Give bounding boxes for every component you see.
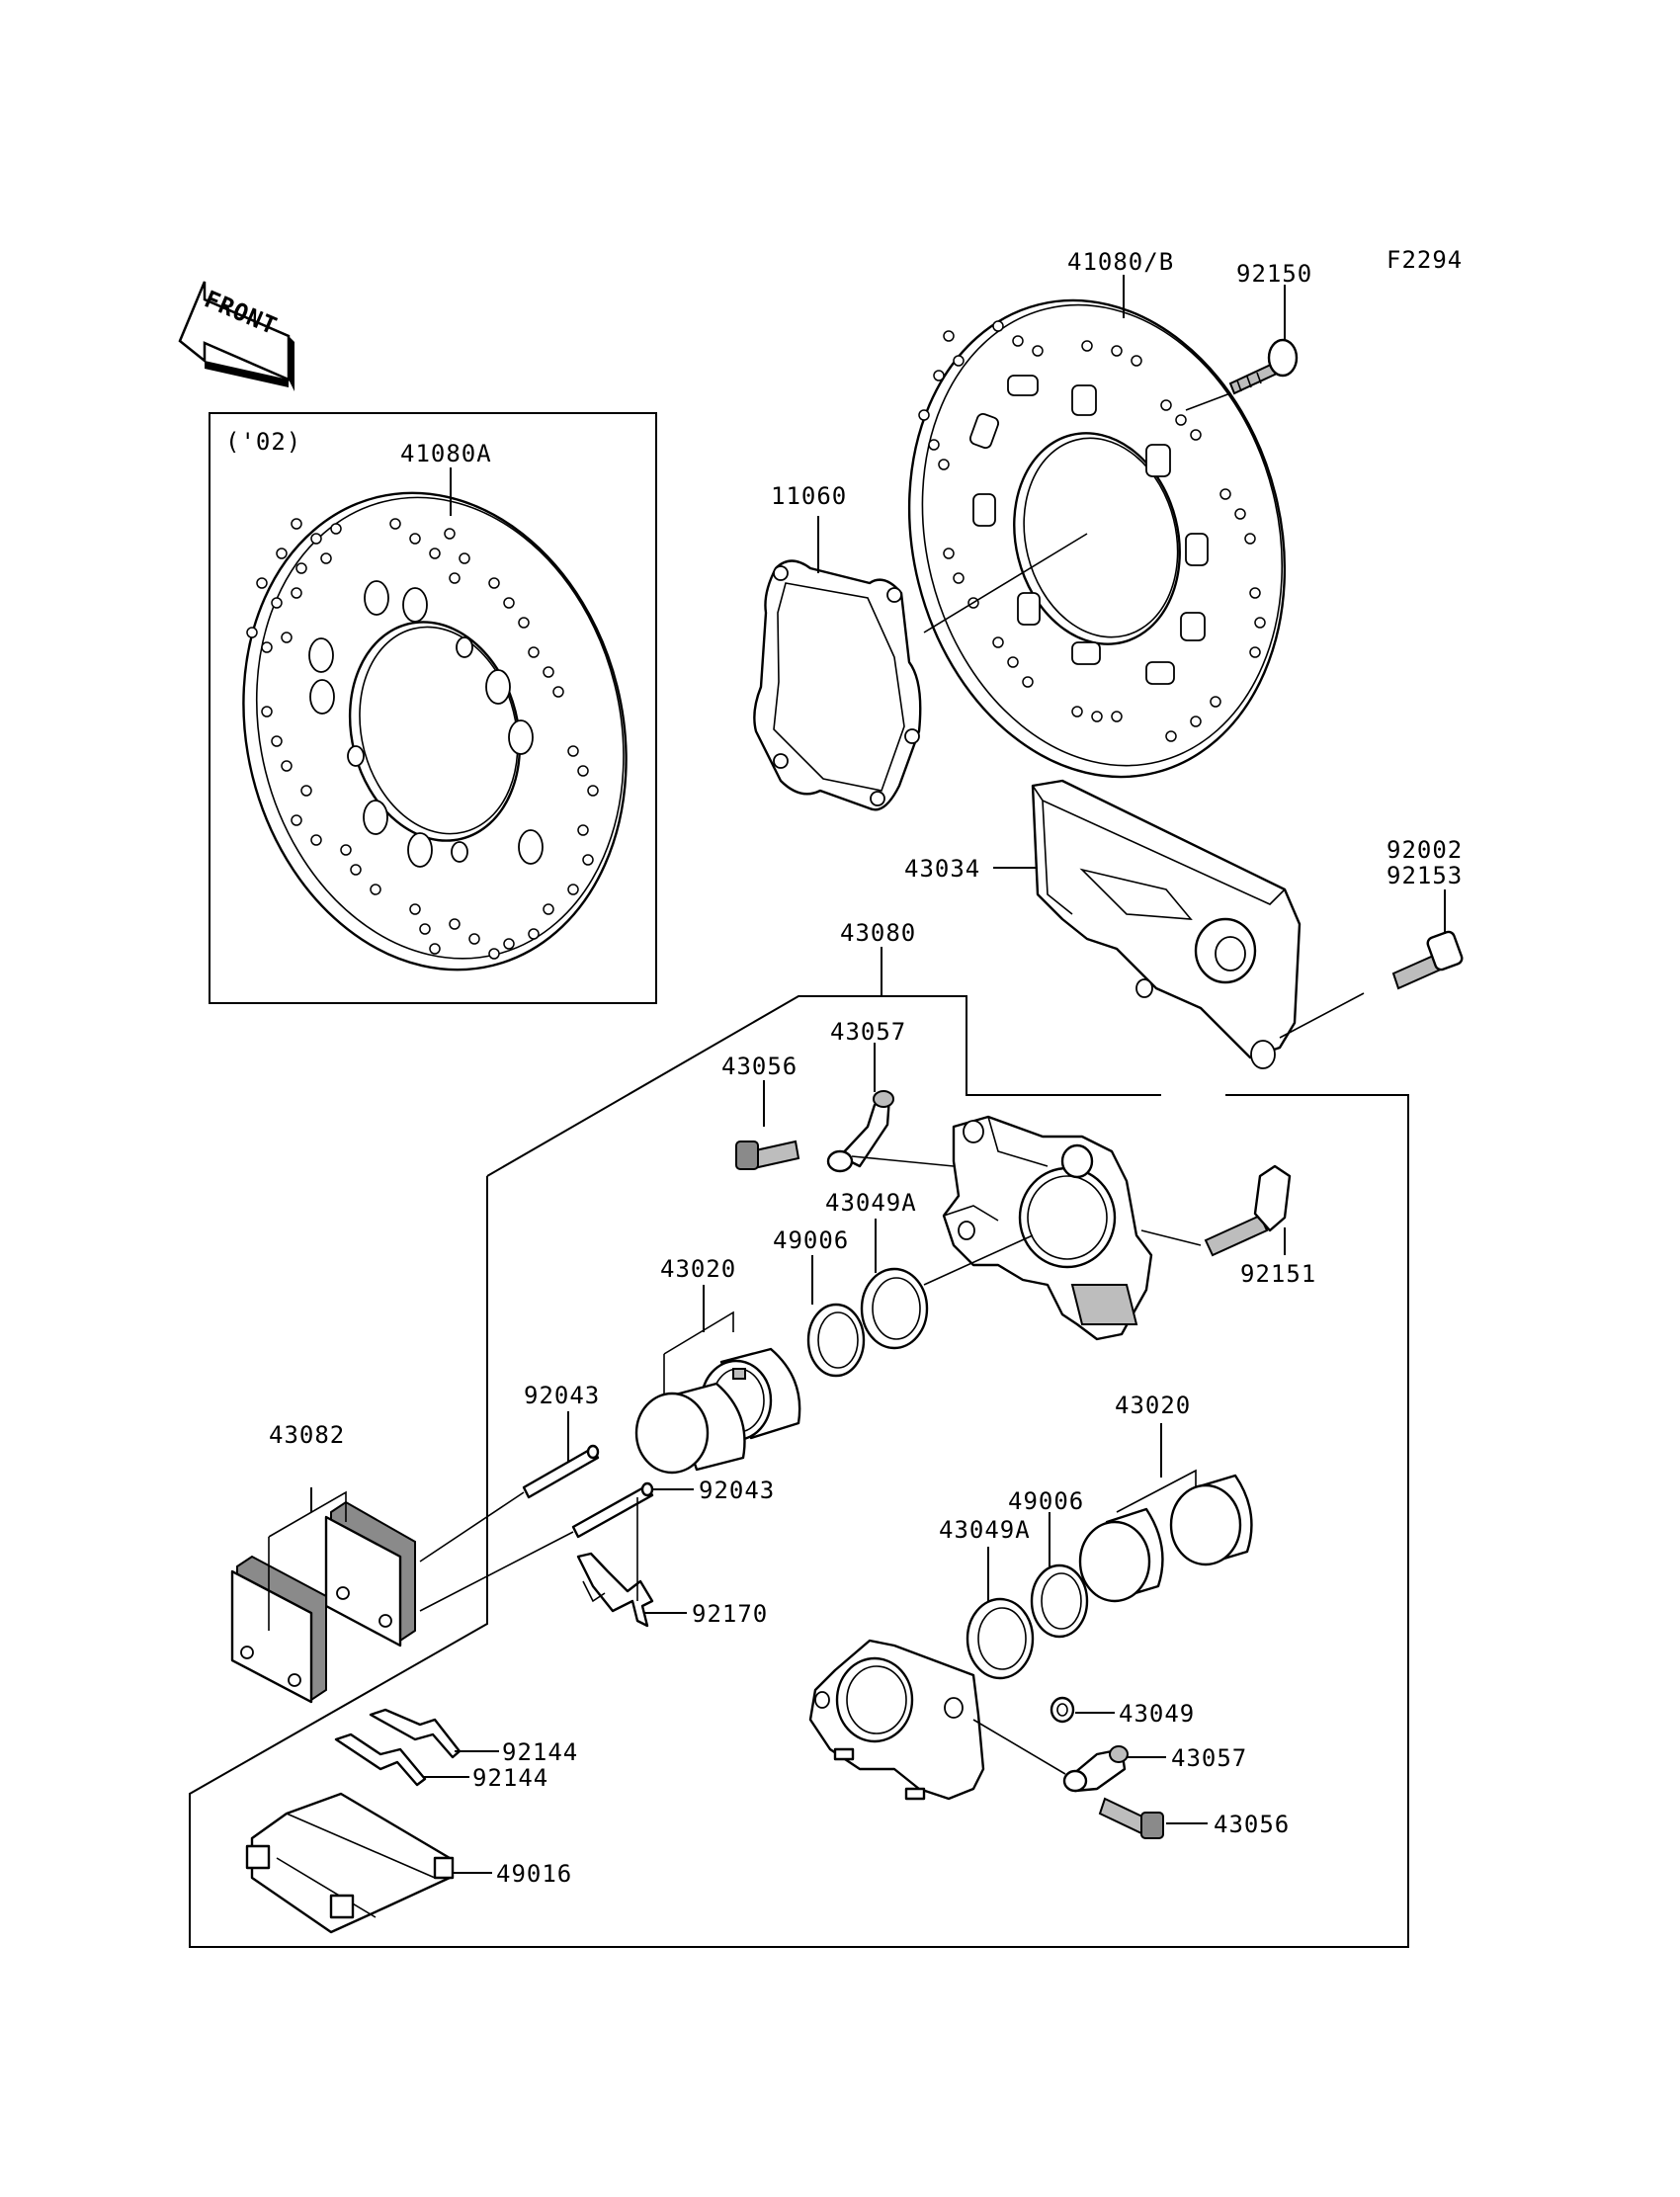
- piston-seal-top: [860, 1267, 929, 1350]
- pad-spring: [576, 1552, 654, 1628]
- label-seal-bottom: 43049A: [939, 1516, 1031, 1544]
- label-seal-top: 43049A: [825, 1189, 917, 1217]
- cap-bottom: [1062, 1745, 1129, 1793]
- label-cap-top: 43057: [830, 1018, 906, 1046]
- label-pads: 43082: [269, 1421, 345, 1449]
- assembly-outline: [189, 1094, 1409, 1948]
- label-spring: 92170: [692, 1600, 768, 1628]
- label-dust-seal-top: 49006: [773, 1226, 849, 1254]
- label-bolt-b: 92153: [1386, 862, 1463, 889]
- label-shim: 49016: [496, 1860, 572, 1888]
- variant-box: [209, 412, 657, 1004]
- label-disc-variant: 41080A: [400, 440, 492, 467]
- brake-disc-main: [907, 298, 1287, 779]
- label-disc-bolt: 92150: [1236, 260, 1312, 288]
- piston-seal-bottom: [966, 1597, 1035, 1680]
- label-cap-bottom: 43057: [1171, 1744, 1247, 1772]
- label-clip-bottom: 92144: [472, 1764, 548, 1792]
- label-piston-bottom: 43020: [1115, 1392, 1191, 1419]
- brake-pad-outer: [324, 1500, 416, 1648]
- label-bleeder-bottom: 43056: [1214, 1811, 1290, 1838]
- label-pin-bottom: 92043: [699, 1477, 775, 1504]
- pin-bottom: [571, 1481, 654, 1539]
- piston-top-b: [634, 1382, 746, 1475]
- variant-label: ('02): [225, 428, 301, 456]
- gasket: [753, 559, 922, 811]
- pin-top: [522, 1444, 600, 1499]
- pad-clip-bottom: [334, 1732, 427, 1787]
- caliper-bolt: [1204, 1164, 1292, 1257]
- brake-pad-inner: [230, 1555, 327, 1704]
- label-caliper-bolt: 92151: [1240, 1260, 1316, 1288]
- cap-top: [826, 1090, 894, 1173]
- label-caliper-bracket: 43034: [904, 855, 980, 883]
- piston-bottom-a: [1169, 1474, 1253, 1566]
- label-dust-seal-bottom: 49006: [1008, 1487, 1084, 1515]
- caliper-upper: [942, 1115, 1153, 1341]
- brake-disc-variant: [242, 491, 628, 972]
- bleeder-top: [735, 1140, 800, 1170]
- bracket-bolt: [1391, 930, 1464, 990]
- label-caliper-assy: 43080: [840, 919, 916, 947]
- bleeder-bottom: [1098, 1797, 1164, 1839]
- label-clip-top: 92144: [502, 1738, 578, 1766]
- dust-seal-bottom: [1030, 1563, 1089, 1639]
- pad-shim: [245, 1792, 455, 1934]
- label-disc-main: 41080/B: [1067, 248, 1174, 276]
- washer: [1050, 1696, 1075, 1724]
- front-arrow-icon: FRONT: [178, 281, 294, 391]
- label-bolt-a: 92002: [1386, 836, 1463, 864]
- label-washer: 43049: [1119, 1700, 1195, 1728]
- caliper-lower: [808, 1639, 985, 1801]
- label-gasket: 11060: [771, 482, 847, 510]
- label-bleeder-top: 43056: [721, 1053, 798, 1080]
- caliper-bracket: [1031, 779, 1302, 1069]
- pad-clip-top: [369, 1708, 462, 1759]
- dust-seal-top: [806, 1303, 866, 1378]
- piston-bottom-b: [1078, 1507, 1164, 1603]
- figure-code: F2294: [1386, 246, 1463, 274]
- label-pin-top: 92043: [524, 1382, 600, 1409]
- disc-bolt: [1228, 338, 1299, 395]
- label-piston-top: 43020: [660, 1255, 736, 1283]
